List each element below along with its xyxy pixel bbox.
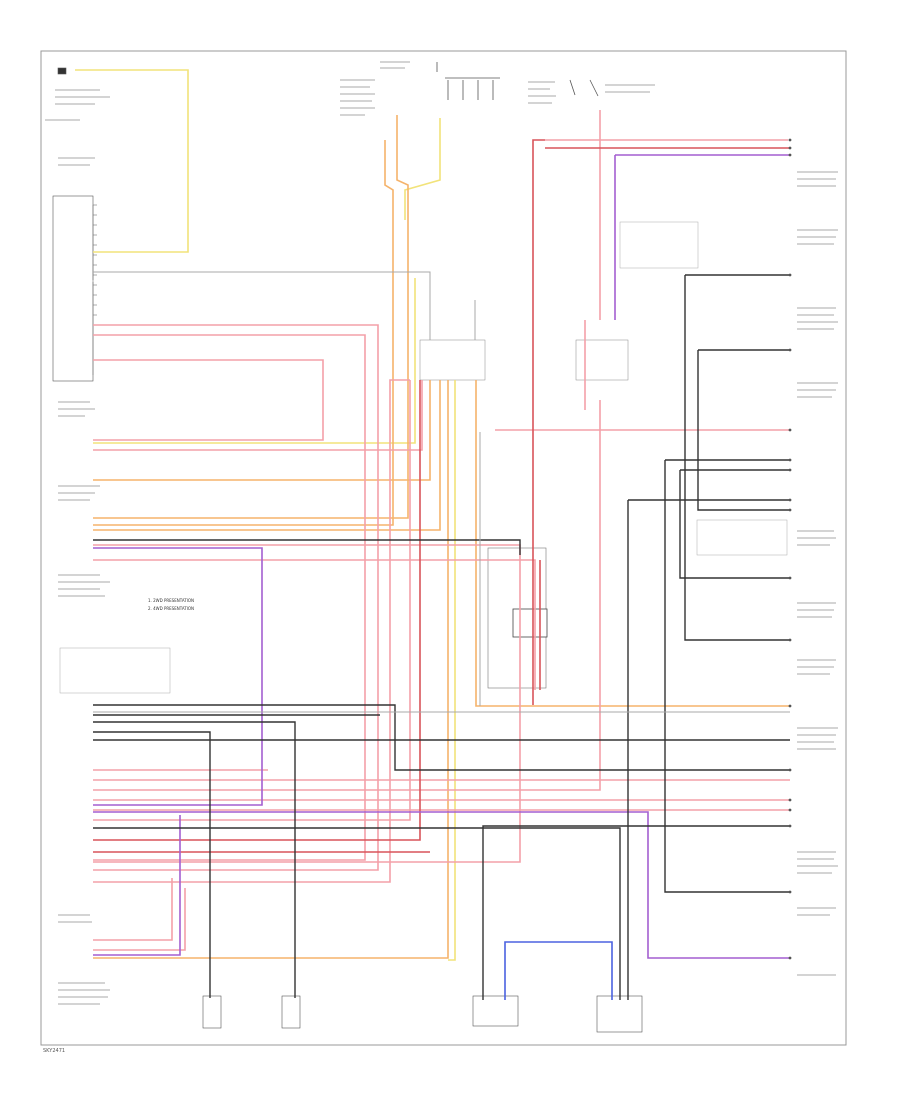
- bottom-switch-4: [596, 995, 643, 1033]
- gray-wires: [92, 271, 790, 713]
- relay-box-center: [419, 339, 486, 381]
- yellow-wires: [75, 69, 456, 961]
- ecm-pin-stubs: [93, 204, 97, 336]
- meter-module: [512, 608, 548, 638]
- right-terminals: [788, 138, 792, 960]
- bottom-switch-1: [202, 995, 222, 1029]
- pink-wires: [93, 110, 790, 951]
- yaw-sensor-box: [696, 519, 788, 556]
- bottom-switches: [202, 995, 643, 1033]
- diagram-footer-id: SKY2471: [43, 1048, 65, 1054]
- legend-item-2: 2. 4WD PRESENTATION: [148, 606, 194, 611]
- dlc-box: [59, 647, 171, 694]
- bottom-switch-3: [472, 995, 519, 1027]
- blue-wire: [504, 941, 613, 1000]
- left-components: [52, 67, 94, 382]
- red-wires: [93, 139, 790, 853]
- bottom-switch-2: [281, 995, 301, 1029]
- legend-item-1: 1. 2WD PRESENTATION: [148, 598, 194, 603]
- diagram-frame: [40, 50, 847, 1046]
- orange-wires: [93, 115, 790, 959]
- fuse-top-left: [57, 67, 67, 75]
- ecm-connector-box: [52, 195, 94, 382]
- black-wires: [93, 274, 790, 1000]
- purple-wires: [93, 154, 790, 959]
- relay-box-right: [575, 339, 629, 381]
- relay-box-upper-right: [619, 221, 699, 269]
- top-switch-symbols: [436, 62, 599, 100]
- fine-print-blocks: [45, 61, 838, 1005]
